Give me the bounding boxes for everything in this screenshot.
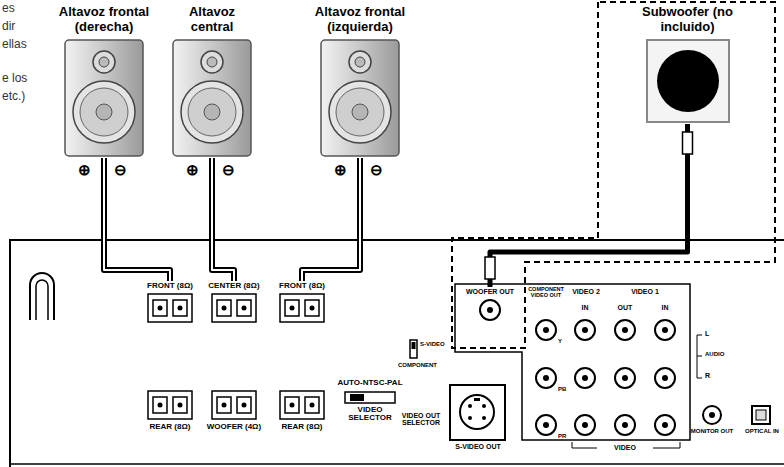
- panel-label: AUDIO: [705, 351, 724, 357]
- panel-label: PB: [558, 386, 566, 392]
- terminal-block: CENTER (8Ω): [204, 281, 264, 323]
- panel-label: VIDEO SELECTOR: [335, 406, 405, 423]
- speaker: Altavoz central: [172, 4, 252, 158]
- slide-switch: [345, 392, 395, 403]
- panel-label: OPTICAL IN: [744, 428, 780, 434]
- panel-bottom: [10, 463, 784, 465]
- terminal-label: WOOFER (4Ω): [206, 422, 262, 432]
- terminal-block: FRONT (8Ω): [140, 281, 200, 323]
- slide-switch: [410, 340, 417, 358]
- terminal-label: FRONT (8Ω): [278, 281, 326, 291]
- panel-label: COMPONENT VIDEO OUT: [526, 287, 566, 299]
- polarity-mark: ⊖: [222, 162, 235, 178]
- panel-label: VIDEO 1: [607, 288, 683, 295]
- subwoofer-icon: [645, 38, 731, 124]
- switch-knob: [412, 342, 416, 349]
- speaker-icon: [171, 38, 253, 158]
- panel-label: S-VIDEO: [420, 341, 445, 347]
- audio-bracket: [697, 335, 702, 378]
- s-video-pins: [468, 398, 486, 420]
- terminal-label: REAR (8Ω): [280, 422, 323, 432]
- s-video-socket: [460, 395, 494, 429]
- panel-label: AUTO-NTSC-PAL: [328, 379, 412, 387]
- speaker-cable: [212, 158, 234, 281]
- cut-text: etc.): [2, 90, 25, 103]
- terminal-label: REAR (8Ω): [148, 422, 191, 432]
- speaker-cable: [104, 158, 170, 281]
- switch-knob: [350, 394, 364, 401]
- panel-label: Y: [558, 338, 562, 344]
- speaker-terminal: [147, 390, 193, 420]
- polarity-mark: ⊕: [334, 162, 347, 178]
- speaker-label: Altavoz frontal (izquierda): [300, 4, 420, 34]
- panel-label: IN: [653, 304, 677, 311]
- panel-label: VIDEO 2: [566, 288, 606, 295]
- speaker-terminal: [279, 390, 325, 420]
- speaker-label: Subwoofer (no incluido): [620, 4, 755, 34]
- terminal-label: FRONT (8Ω): [146, 281, 194, 291]
- jack-panel: [455, 284, 690, 440]
- panel-label: IN: [573, 304, 597, 311]
- optical-jack-inner: [756, 410, 766, 420]
- speaker-icon: [63, 38, 145, 158]
- terminal-block: FRONT (8Ω): [272, 281, 332, 323]
- speaker-label: Altavoz frontal (derecha): [48, 4, 160, 34]
- jack-centers: [543, 327, 715, 428]
- panel-label: MONITOR OUT: [689, 428, 735, 434]
- cut-text: e los: [2, 72, 27, 85]
- s-video-jack: [450, 385, 505, 440]
- speaker-cable: [302, 158, 360, 281]
- terminal-block: WOOFER (4Ω): [204, 390, 264, 432]
- speaker: Altavoz frontal (izquierda): [300, 4, 420, 158]
- terminal-label: CENTER (8Ω): [207, 281, 260, 291]
- panel-label: VIDEO OUT SELECTOR: [394, 412, 448, 427]
- polarity-mark: ⊖: [370, 162, 383, 178]
- panel-label: L: [705, 330, 709, 337]
- speaker-terminal: [211, 390, 257, 420]
- speaker-icon: [319, 38, 401, 158]
- panel-label: COMPONENT: [398, 362, 437, 368]
- polarity-mark: ⊖: [114, 162, 127, 178]
- rca-jacks: [536, 320, 721, 435]
- cable-clamp: [30, 273, 54, 320]
- cut-text: ellas: [2, 38, 27, 51]
- panel-label: VIDEO: [600, 444, 650, 451]
- terminal-block: REAR (8Ω): [272, 390, 332, 432]
- cut-text: es: [2, 2, 15, 15]
- panel-label: OUT: [611, 304, 639, 311]
- cut-text: dir: [2, 20, 15, 33]
- subwoofer: Subwoofer (no incluido): [620, 4, 755, 124]
- panel-outline: [10, 240, 784, 467]
- rca-jack: [478, 298, 502, 322]
- cable-clamp-inner: [36, 280, 48, 320]
- speaker-terminal: [279, 293, 325, 323]
- speaker-terminal: [147, 293, 193, 323]
- subwoofer-cable: [485, 124, 693, 287]
- output-jack: WOOFER OUT: [460, 287, 520, 322]
- speaker: Altavoz frontal (derecha): [48, 4, 160, 158]
- dashed-outline: [452, 2, 775, 348]
- optical-jack: [752, 406, 770, 424]
- panel-label: S-VIDEO OUT: [448, 443, 508, 450]
- speaker-label: Altavoz central: [172, 4, 252, 34]
- polarity-mark: ⊕: [186, 162, 199, 178]
- panel-label: R: [705, 372, 710, 379]
- terminal-block: REAR (8Ω): [140, 390, 200, 432]
- speaker-terminal: [211, 293, 257, 323]
- polarity-mark: ⊕: [78, 162, 91, 178]
- terminal-label: WOOFER OUT: [465, 287, 515, 296]
- panel-label: PR: [558, 433, 566, 439]
